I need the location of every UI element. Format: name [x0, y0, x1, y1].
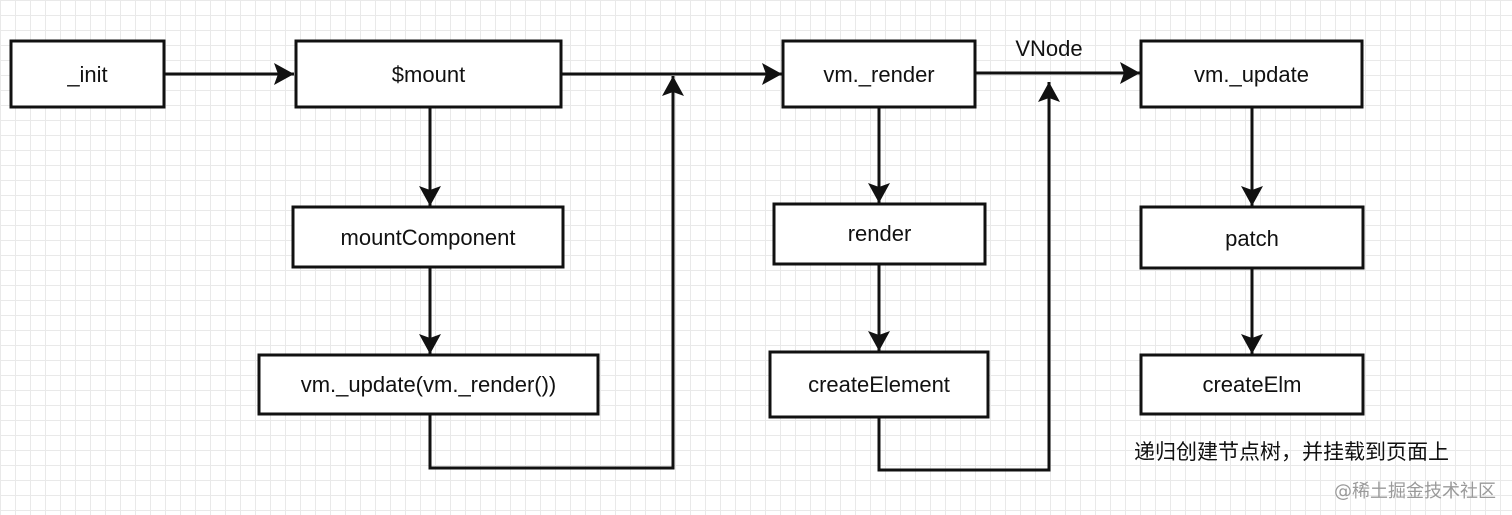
node-create-elm: createElm	[1139, 353, 1365, 416]
node-vm-render-label: vm._render	[823, 62, 934, 87]
node-vm-update-label: vm._update	[1194, 62, 1309, 87]
node-patch: patch	[1139, 205, 1365, 270]
node-mount-component: mountComponent	[291, 205, 565, 269]
edge-create-element-loop	[877, 82, 1060, 472]
edges	[164, 62, 1263, 472]
node-init: _init	[9, 39, 166, 109]
node-vm-update: vm._update	[1139, 39, 1364, 109]
node-init-label: _init	[66, 62, 107, 87]
node-create-element: createElement	[768, 350, 990, 419]
node-vm-update-render: vm._update(vm._render())	[257, 353, 600, 416]
node-create-elm-label: createElm	[1202, 372, 1301, 397]
edge-label-vnode: VNode	[1015, 36, 1082, 61]
node-render: render	[772, 202, 987, 266]
node-mount: $mount	[294, 39, 563, 109]
node-vm-update-render-label: vm._update(vm._render())	[301, 372, 557, 397]
note-text: 递归创建节点树，并挂载到页面上	[1134, 440, 1449, 464]
node-mount-component-label: mountComponent	[341, 225, 516, 250]
watermark: @稀土掘金技术社区	[1334, 481, 1496, 502]
node-mount-label: $mount	[392, 62, 465, 87]
node-render-label: render	[848, 221, 912, 246]
node-vm-render: vm._render	[781, 39, 977, 109]
node-create-element-label: createElement	[808, 372, 950, 397]
edge-vm-update-render-loop	[428, 76, 684, 470]
node-patch-label: patch	[1225, 226, 1279, 251]
